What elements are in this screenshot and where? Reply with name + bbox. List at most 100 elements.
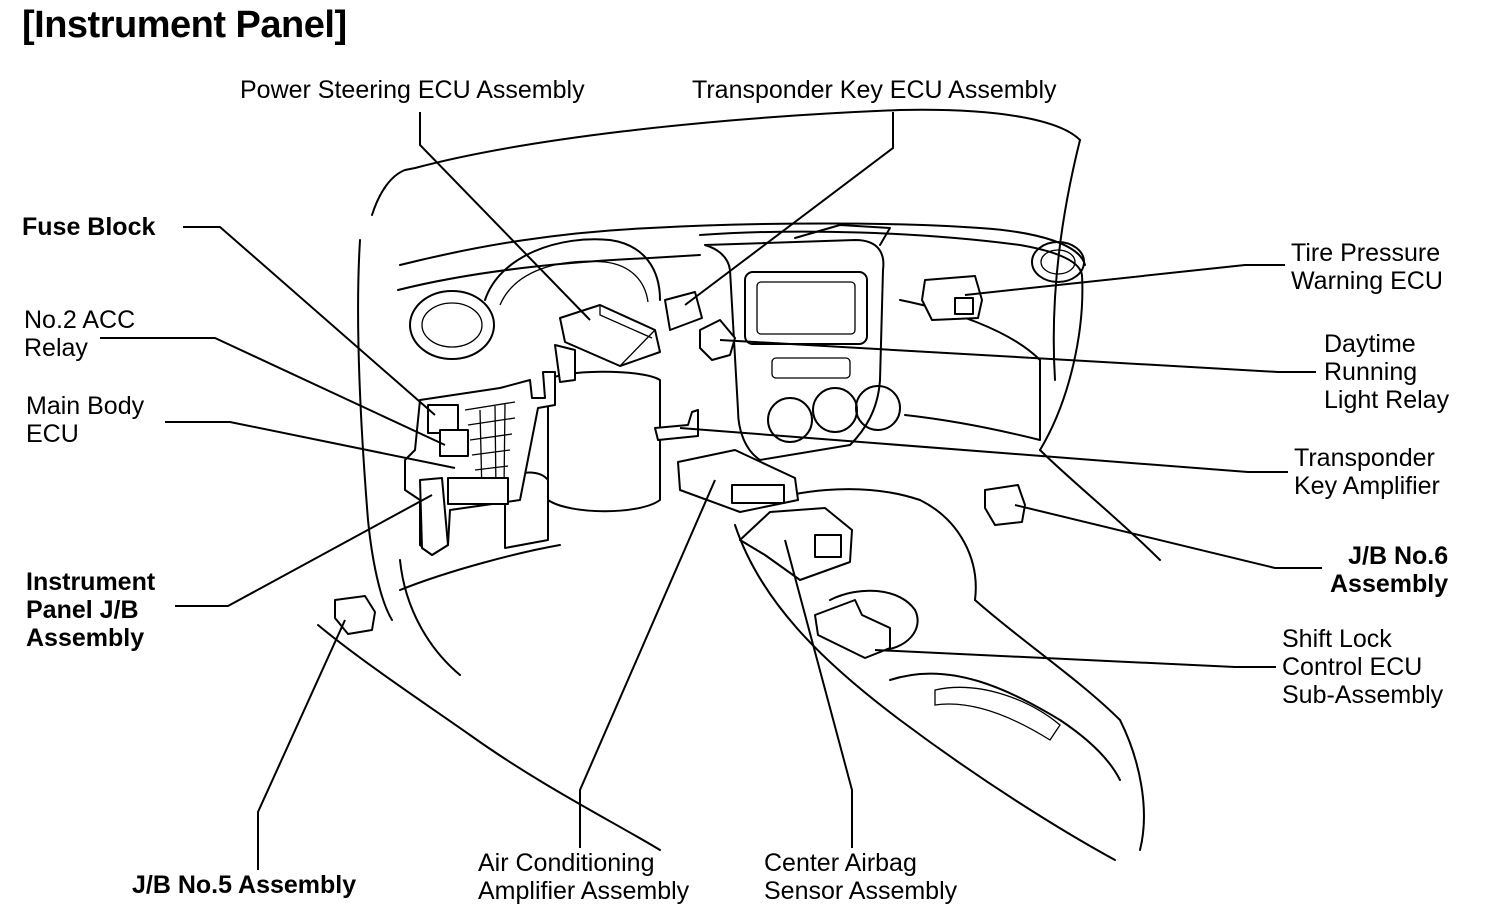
a-pillar-outline	[371, 167, 416, 216]
fuse-block-relay-b	[439, 429, 469, 457]
console-tray	[934, 686, 1061, 741]
door-edge	[399, 559, 461, 676]
dash-right-edge	[699, 230, 1083, 276]
label-shift-line3: Sub-Assembly	[1282, 681, 1444, 709]
floor-line-left	[317, 624, 661, 851]
windshield-right	[1052, 139, 1081, 381]
label-shift-line1: Shift Lock	[1282, 625, 1392, 653]
left-vent	[409, 290, 495, 360]
label-ip-jb-line1: Instrument	[26, 568, 156, 596]
label-drl-line2: Running	[1324, 358, 1418, 386]
windshield-top	[414, 108, 1081, 169]
label-ip-jb-line3: Assembly	[26, 624, 145, 652]
label-jb-no5: J/B No.5 Assembly	[132, 871, 357, 899]
jb5-part	[334, 595, 376, 635]
climate-knob-center	[812, 387, 858, 433]
leader-transponder-ecu	[684, 112, 894, 306]
leader-power-steering	[419, 112, 591, 321]
floor-line-right	[1039, 449, 1161, 561]
climate-knob-left	[767, 397, 813, 443]
leader-airbag	[784, 539, 853, 848]
leader-jb6	[1014, 504, 1322, 569]
cluster-hood	[484, 238, 661, 301]
label-fuse-block: Fuse Block	[22, 213, 156, 241]
leader-acc-relay	[100, 337, 446, 446]
leader-tpms	[964, 264, 1285, 296]
center-screen-bezel	[744, 271, 868, 345]
right-vent-inner	[1040, 249, 1076, 275]
transponder-ecu-part	[664, 291, 703, 331]
label-airbag-line2: Sensor Assembly	[764, 877, 958, 905]
lower-dash-left	[399, 544, 561, 591]
label-main-body-line1: Main Body	[26, 392, 145, 420]
label-ac-amplifier: Air Conditioning Amplifier Assembly	[478, 849, 689, 905]
cupholder	[829, 589, 919, 651]
label-transponder-key-amplifier: Transponder Key Amplifier	[1294, 444, 1440, 500]
steering-column-cover	[547, 370, 661, 513]
right-vent	[1031, 241, 1085, 283]
label-power-steering-ecu: Power Steering ECU Assembly	[240, 76, 585, 104]
power-steering-ecu-face	[564, 305, 656, 367]
leader-tk-amp	[679, 427, 1288, 473]
label-tk-amp-line1: Transponder	[1294, 444, 1435, 472]
label-main-body-line2: ECU	[26, 420, 79, 448]
leader-ip-jb	[175, 494, 433, 607]
console-top	[889, 672, 1121, 781]
leader-drl	[719, 339, 1316, 373]
label-main-body-ecu: Main Body ECU	[26, 392, 144, 448]
airbag-sensor-connector	[814, 534, 842, 558]
label-tk-amp-line2: Key Amplifier	[1294, 472, 1440, 500]
jb6-part	[984, 484, 1026, 526]
ac-amplifier-connector	[731, 484, 785, 504]
center-top-trim	[794, 224, 891, 246]
label-daytime-running-light-relay: Daytime Running Light Relay	[1324, 330, 1449, 414]
label-tpms-line2: Warning ECU	[1291, 267, 1443, 295]
leader-shift-lock	[874, 649, 1276, 668]
label-tpms-line1: Tire Pressure	[1291, 239, 1441, 267]
label-ip-jb-line2: Panel J/B	[26, 596, 139, 624]
label-airbag-line1: Center Airbag	[764, 849, 917, 877]
dash-edge	[397, 254, 701, 291]
label-acc-relay: No.2 ACC Relay	[24, 306, 135, 362]
label-ac-amp-line1: Air Conditioning	[478, 849, 655, 877]
drl-relay-part	[699, 319, 736, 361]
leader-jb5	[257, 619, 346, 870]
center-screen	[756, 281, 856, 335]
label-shift-lock-ecu: Shift Lock Control ECU Sub-Assembly	[1282, 625, 1443, 709]
label-drl-line1: Daytime	[1324, 330, 1416, 358]
label-drl-line3: Light Relay	[1324, 386, 1450, 414]
fuse-block-relay-a	[427, 404, 459, 434]
a-pillar-inner	[357, 239, 393, 621]
leader-main-body	[165, 421, 456, 469]
label-tire-pressure-ecu: Tire Pressure Warning ECU	[1291, 239, 1443, 295]
label-jb-no6: J/B No.6 Assembly	[1330, 542, 1448, 598]
label-center-airbag-sensor: Center Airbag Sensor Assembly	[764, 849, 957, 905]
center-vent-slot	[771, 357, 851, 379]
leader-fuse-block	[183, 226, 436, 416]
left-vent-inner	[421, 302, 483, 348]
console-side-right	[974, 599, 1145, 851]
label-ac-amp-line2: Amplifier Assembly	[478, 877, 690, 905]
center-stack-outline	[704, 239, 885, 461]
main-body-ecu-part	[447, 477, 509, 505]
dash-top	[399, 222, 1086, 266]
cluster-face	[499, 260, 649, 306]
dash-right-curve	[1039, 274, 1084, 451]
climate-knob-right	[855, 385, 901, 431]
glovebox	[899, 299, 1041, 441]
label-acc-relay-line1: No.2 ACC	[24, 306, 136, 334]
label-acc-relay-line2: Relay	[24, 334, 88, 362]
shift-lock-ecu-part	[814, 599, 891, 659]
label-instrument-panel-jb: Instrument Panel J/B Assembly	[26, 568, 155, 652]
power-steering-bracket	[554, 344, 576, 383]
label-jb6-line1: J/B No.6	[1348, 542, 1449, 570]
airbag-sensor-part	[739, 507, 853, 581]
page-title: [Instrument Panel]	[22, 4, 347, 46]
tpms-connector	[954, 297, 974, 315]
console-side-left	[734, 524, 1116, 861]
label-shift-line2: Control ECU	[1282, 653, 1423, 681]
label-transponder-key-ecu: Transponder Key ECU Assembly	[692, 76, 1057, 104]
ip-jb-bracket	[419, 477, 449, 556]
